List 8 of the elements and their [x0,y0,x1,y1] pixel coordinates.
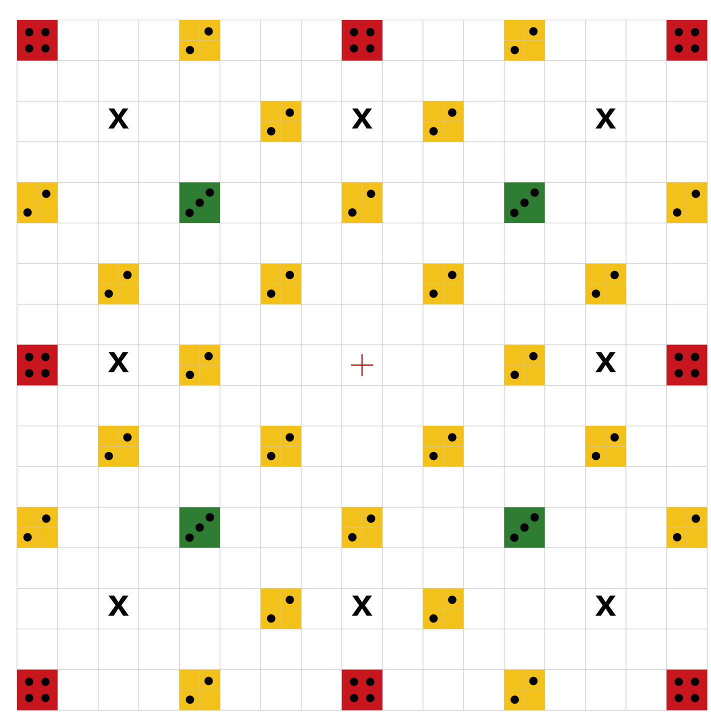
cell-letter: x [352,596,372,616]
cell-letter: x [352,108,372,129]
cell-letter: x [108,352,129,372]
cell-letter: x [595,596,616,616]
cell-letter: x [595,108,616,129]
cell-letter: x [108,596,129,616]
cell-letter: x [595,352,616,372]
cell-letter: x [108,108,129,129]
